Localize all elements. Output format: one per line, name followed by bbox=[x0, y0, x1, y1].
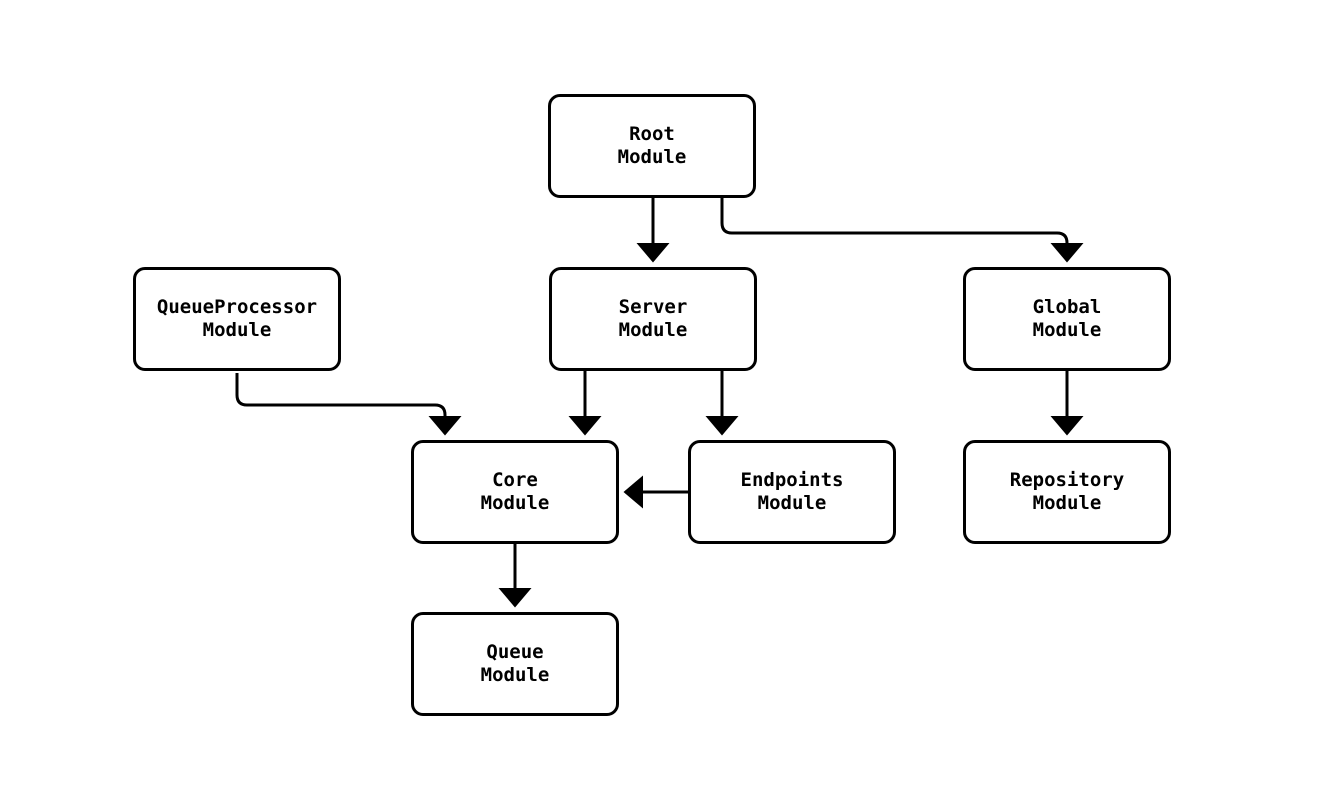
node-queueprocessor-line2: Module bbox=[202, 319, 272, 341]
node-core-line1: Core bbox=[492, 469, 538, 491]
node-repository-module-label: Repository Module bbox=[1010, 469, 1124, 515]
node-core-module-label: Core Module bbox=[481, 469, 550, 515]
node-server-module: Server Module bbox=[549, 267, 757, 371]
node-endpoints-line2: Module bbox=[757, 492, 827, 514]
node-endpoints-module-label: Endpoints Module bbox=[741, 469, 844, 515]
node-core-module: Core Module bbox=[411, 440, 619, 544]
node-server-line2: Module bbox=[618, 319, 688, 341]
node-global-module-label: Global Module bbox=[1033, 296, 1102, 342]
node-global-line2: Module bbox=[1032, 319, 1102, 341]
edge-root-to-global bbox=[720, 198, 1084, 263]
node-global-module: Global Module bbox=[963, 267, 1171, 371]
node-repository-module: Repository Module bbox=[963, 440, 1171, 544]
node-queue-line1: Queue bbox=[486, 641, 544, 663]
node-root-line1: Root bbox=[629, 123, 675, 145]
node-global-line1: Global bbox=[1032, 296, 1102, 318]
node-repository-line2: Module bbox=[1032, 492, 1102, 514]
node-queueprocessor-module: QueueProcessor Module bbox=[133, 267, 341, 371]
node-root-line2: Module bbox=[617, 146, 687, 168]
node-endpoints-line1: Endpoints bbox=[740, 469, 844, 491]
node-root-module-label: Root Module bbox=[618, 123, 687, 169]
node-core-line2: Module bbox=[480, 492, 550, 514]
node-queue-module-label: Queue Module bbox=[481, 641, 550, 687]
node-server-line1: Server bbox=[618, 296, 688, 318]
edge-queueprocessor-to-core bbox=[235, 373, 462, 436]
node-server-module-label: Server Module bbox=[619, 296, 688, 342]
node-queueprocessor-line1: QueueProcessor bbox=[156, 296, 318, 318]
node-queue-module: Queue Module bbox=[411, 612, 619, 716]
node-repository-line1: Repository bbox=[1009, 469, 1125, 491]
node-queueprocessor-module-label: QueueProcessor Module bbox=[157, 296, 317, 342]
node-root-module: Root Module bbox=[548, 94, 756, 198]
node-endpoints-module: Endpoints Module bbox=[688, 440, 896, 544]
node-queue-line2: Module bbox=[480, 664, 550, 686]
